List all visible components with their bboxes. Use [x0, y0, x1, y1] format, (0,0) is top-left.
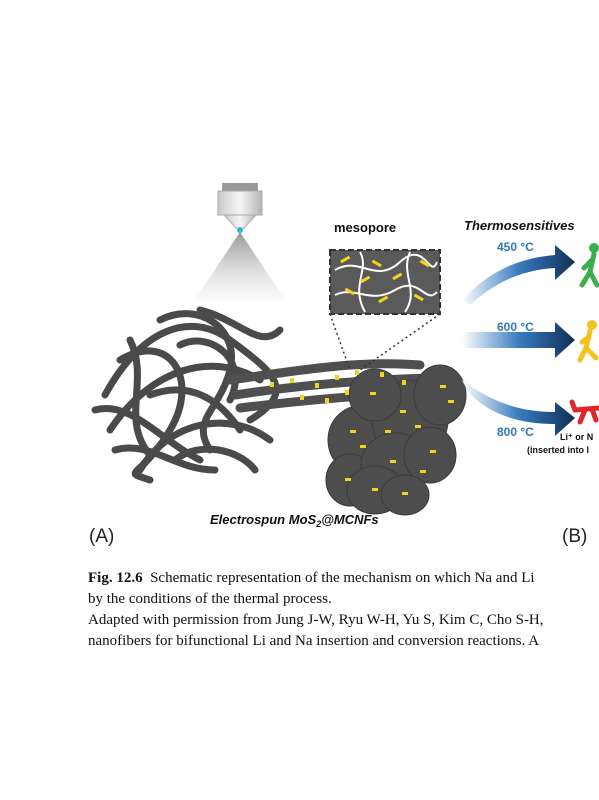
arrow-450	[462, 245, 575, 305]
inserted-label: (inserted into I	[527, 445, 589, 455]
credit-line-2: nanofibers for bifunctional Li and Na in…	[88, 633, 540, 649]
temp-800-label: 800 °C	[497, 425, 534, 439]
ion-label: Li⁺ or N	[560, 432, 593, 442]
thermosensitives-label: Thermosensitives	[464, 218, 575, 233]
callout-lines	[329, 313, 441, 371]
mos2-flakes	[270, 370, 454, 495]
figure-credit: Adapted with permission from Jung J-W, R…	[88, 610, 544, 652]
green-figure-icon	[579, 243, 599, 288]
figure: mesopore Thermosensitives 450 °C 600 °C …	[89, 183, 599, 547]
electrospun-label: Electrospun MoS2@MCNFs	[210, 512, 379, 529]
mesopore-inset	[329, 249, 441, 315]
caption-line-2: by the conditions of the thermal process…	[88, 591, 332, 607]
credit-line-1: Adapted with permission from Jung J-W, R…	[88, 612, 544, 628]
figure-illustration: mesopore Thermosensitives 450 °C 600 °C …	[91, 183, 599, 529]
figure-number: Fig. 12.6	[88, 570, 143, 586]
panel-a-label: (A)	[89, 526, 115, 547]
panel-b-label: (B)	[562, 526, 588, 547]
electrospinning-nozzle-icon	[217, 183, 263, 233]
caption-line-1: Schematic representation of the mechanis…	[150, 570, 535, 586]
figure-caption: Fig. 12.6 Schematic representation of th…	[88, 568, 599, 610]
arrow-800	[462, 380, 575, 436]
fiber-bundle	[91, 306, 284, 484]
yellow-figure-icon	[577, 320, 599, 363]
spray-cone	[195, 232, 285, 300]
arrow-600	[462, 322, 575, 358]
mesopore-label: mesopore	[334, 220, 396, 235]
temp-450-label: 450 °C	[497, 240, 534, 254]
red-figure-icon	[569, 399, 599, 425]
temp-600-label: 600 °C	[497, 320, 534, 334]
